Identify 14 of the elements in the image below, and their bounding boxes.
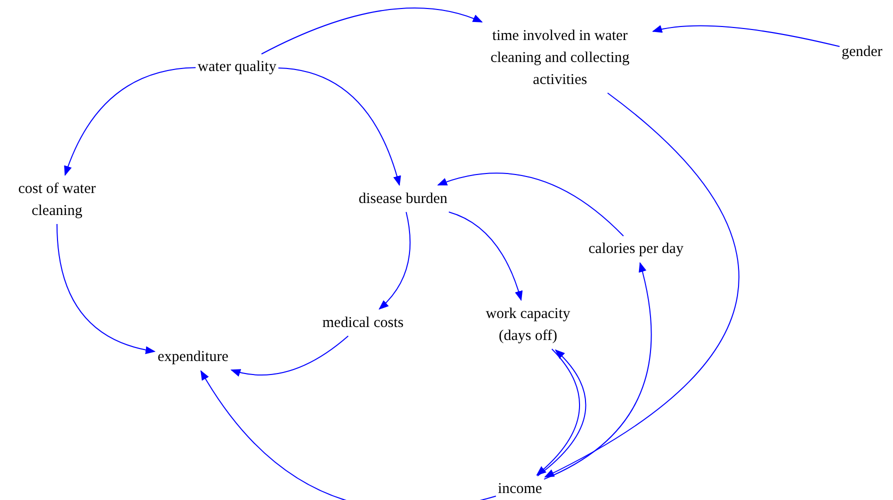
arrow [278, 68, 401, 186]
arrow [378, 212, 411, 310]
arrow [200, 370, 496, 500]
arrow [56, 224, 156, 354]
arrow [437, 172, 624, 236]
arrow [652, 25, 840, 48]
arrow [261, 8, 483, 54]
arrow [64, 67, 196, 176]
arrow [230, 336, 349, 376]
arrow [544, 262, 652, 480]
arrow [544, 92, 739, 478]
arrow [536, 348, 580, 476]
arrow [448, 212, 522, 301]
arrow [537, 349, 586, 476]
